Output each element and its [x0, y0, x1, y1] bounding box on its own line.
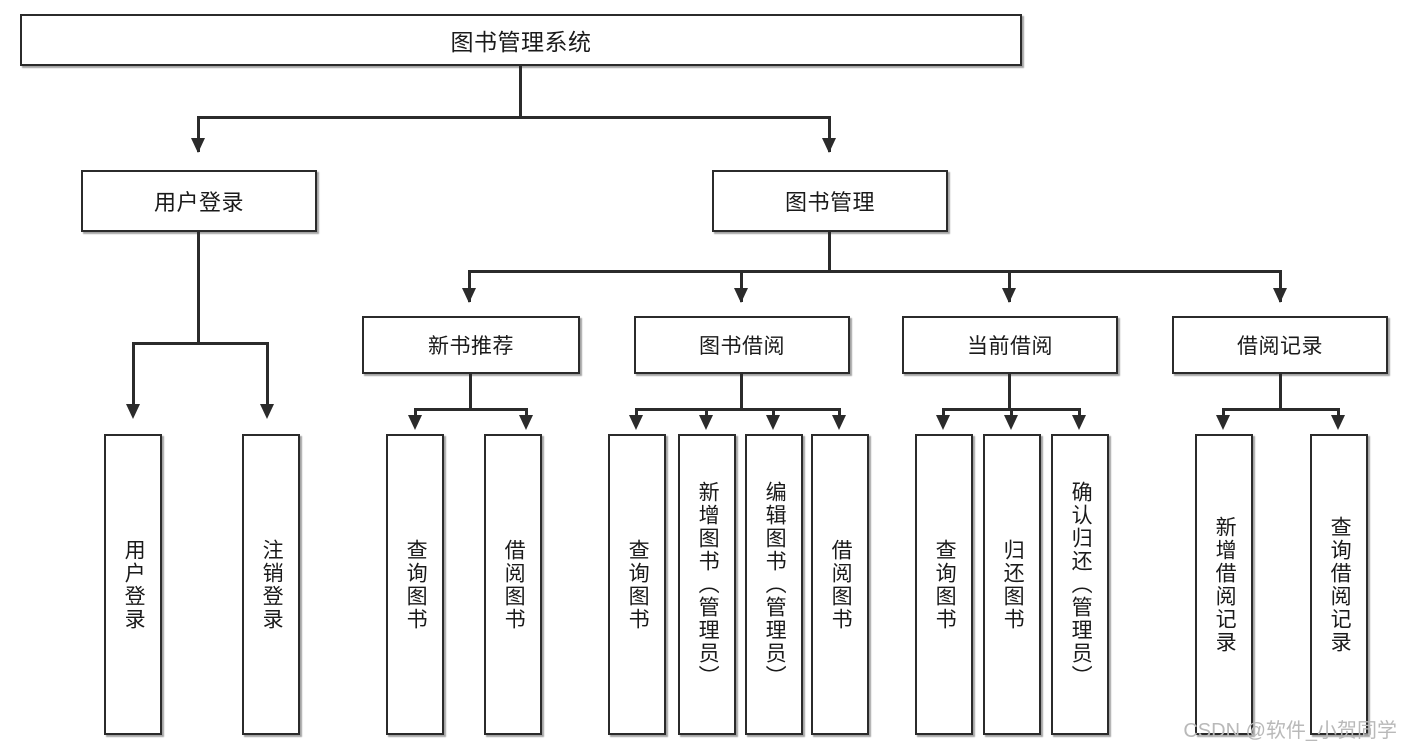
node-label: 图书管理: [784, 190, 875, 215]
node-borrow-record[interactable]: 借阅记录: [1172, 316, 1388, 374]
node-label: 图书管理系统: [450, 29, 592, 55]
connector-user-login-child-2: [266, 342, 269, 415]
node-label: 借阅记录: [1237, 335, 1323, 358]
arrow-root-to-book-management: [822, 138, 836, 153]
leaf-borrow-book-recommend[interactable]: 借阅图书: [484, 434, 542, 735]
leaf-add-book-admin[interactable]: 新增图书（管理员）: [678, 434, 736, 735]
connector-root-to-user-login: [197, 116, 200, 152]
leaf-add-borrow-record[interactable]: 新增借阅记录: [1195, 434, 1253, 735]
arrow-br-child-1: [1216, 415, 1230, 430]
connector-book-borrow-bus: [635, 408, 841, 411]
connector-root-to-book-management: [828, 116, 831, 152]
leaf-label: 查询借阅记录: [1328, 515, 1352, 654]
arrow-root-to-user-login: [191, 138, 205, 153]
connector-bm-to-borrow-record: [1279, 270, 1282, 302]
arrow-cb-child-2: [1004, 415, 1018, 430]
connector-bm-to-book-borrow: [740, 270, 743, 302]
arrow-bm-to-current-borrow: [1002, 288, 1016, 303]
leaf-label: 用户登录: [122, 538, 146, 631]
connector-new-book-stem: [469, 374, 472, 410]
arrow-bb-child-2: [699, 415, 713, 430]
connector-book-management-stem: [828, 232, 831, 272]
leaf-query-borrow-record[interactable]: 查询借阅记录: [1310, 434, 1368, 735]
leaf-borrow-book[interactable]: 借阅图书: [811, 434, 869, 735]
leaf-query-book-recommend[interactable]: 查询图书: [386, 434, 444, 735]
node-current-borrow[interactable]: 当前借阅: [902, 316, 1118, 374]
leaf-label: 借阅图书: [829, 538, 853, 631]
arrow-user-login-child-2: [260, 404, 274, 419]
connector-bm-to-new-book: [468, 270, 471, 302]
leaf-user-login[interactable]: 用户登录: [104, 434, 162, 735]
connector-borrow-record-stem: [1279, 374, 1282, 410]
leaf-edit-book-admin[interactable]: 编辑图书（管理员）: [745, 434, 803, 735]
node-book-management-system[interactable]: 图书管理系统: [20, 14, 1022, 66]
arrow-user-login-child-1: [126, 404, 140, 419]
leaf-return-book[interactable]: 归还图书: [983, 434, 1041, 735]
node-user-login[interactable]: 用户登录: [81, 170, 317, 232]
connector-user-login-stem: [197, 232, 200, 344]
node-label: 图书借阅: [699, 335, 785, 358]
leaf-query-book-current[interactable]: 查询图书: [915, 434, 973, 735]
node-label: 新书推荐: [428, 335, 514, 358]
arrow-cb-child-1: [936, 415, 950, 430]
arrow-br-child-2: [1331, 415, 1345, 430]
leaf-label: 编辑图书（管理员）: [763, 481, 787, 688]
leaf-logout[interactable]: 注销登录: [242, 434, 300, 735]
leaf-label: 新增借阅记录: [1213, 515, 1237, 654]
arrow-nb-child-2: [519, 415, 533, 430]
connector-book-borrow-stem: [740, 374, 743, 410]
leaf-label: 查询图书: [404, 538, 428, 631]
leaf-confirm-return-admin[interactable]: 确认归还（管理员）: [1051, 434, 1109, 735]
node-label: 当前借阅: [967, 335, 1053, 358]
arrow-cb-child-3: [1072, 415, 1086, 430]
arrow-bm-to-borrow-record: [1273, 288, 1287, 303]
arrow-bb-child-3: [766, 415, 780, 430]
connector-borrow-record-bus: [1222, 408, 1340, 411]
connector-current-borrow-stem: [1008, 374, 1011, 410]
connector-new-book-bus: [414, 408, 528, 411]
arrow-nb-child-1: [408, 415, 422, 430]
leaf-label: 新增图书（管理员）: [696, 481, 720, 688]
leaf-label: 查询图书: [933, 538, 957, 631]
leaf-label: 注销登录: [260, 538, 284, 631]
connector-root-bus: [197, 116, 831, 119]
node-book-borrow[interactable]: 图书借阅: [634, 316, 850, 374]
node-label: 用户登录: [153, 190, 244, 215]
connector-user-login-bus: [132, 342, 269, 345]
arrow-bm-to-book-borrow: [734, 288, 748, 303]
leaf-query-book-borrow[interactable]: 查询图书: [608, 434, 666, 735]
arrow-bb-child-1: [629, 415, 643, 430]
leaf-label: 查询图书: [626, 538, 650, 631]
leaf-label: 借阅图书: [502, 538, 526, 631]
leaf-label: 确认归还（管理员）: [1069, 481, 1093, 688]
connector-user-login-child-1: [132, 342, 135, 415]
node-book-management[interactable]: 图书管理: [712, 170, 948, 232]
connector-bm-to-current-borrow: [1008, 270, 1011, 302]
arrow-bm-to-new-book: [462, 288, 476, 303]
leaf-label: 归还图书: [1001, 538, 1025, 631]
connector-root-stem: [519, 66, 522, 117]
node-new-book-recommend[interactable]: 新书推荐: [362, 316, 580, 374]
arrow-bb-child-4: [832, 415, 846, 430]
connector-book-management-bus: [468, 270, 1282, 273]
